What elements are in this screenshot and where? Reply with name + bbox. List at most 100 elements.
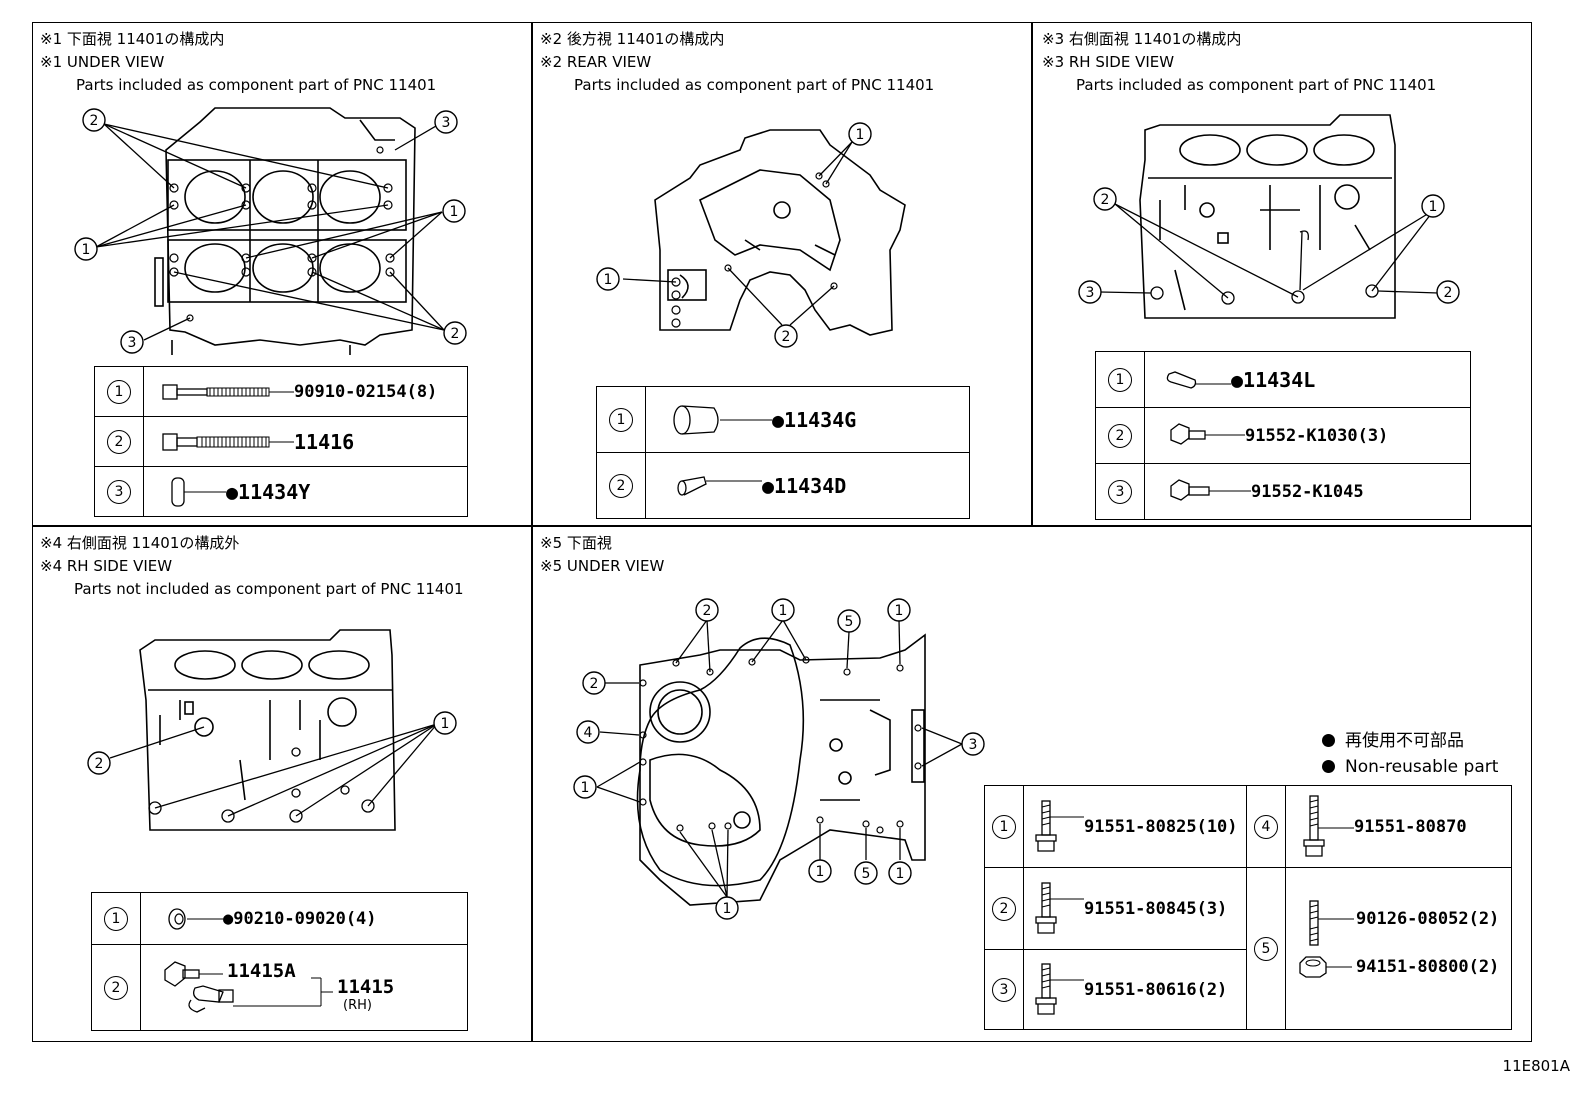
callout-2: 2	[82, 108, 106, 132]
callout-1: 1	[596, 267, 620, 291]
svg-text:1: 1	[895, 603, 904, 619]
long-bolt-icon	[162, 383, 294, 400]
callout-1: 1	[433, 711, 457, 735]
callout-3: 3	[1078, 280, 1102, 304]
callout-2: 2	[695, 598, 719, 622]
panel-1-title: ※1 下面視 11401の構成内 ※1 UNDER VIEW Parts inc…	[40, 28, 436, 97]
long-bolt-icon	[162, 432, 294, 451]
svg-text:3: 3	[128, 335, 137, 351]
panel-2-title: ※2 後方視 11401の構成内 ※2 REAR VIEW Parts incl…	[540, 28, 934, 97]
panel-3-title: ※3 右側面視 11401の構成内 ※3 RH SIDE VIEW Parts …	[1042, 28, 1436, 97]
row-number: 1	[104, 906, 128, 931]
row-number: 1	[107, 379, 131, 404]
stud-bolt-icon	[1309, 899, 1354, 946]
svg-text:3: 3	[969, 737, 978, 753]
part-number: 91551-80616(2)	[1084, 979, 1228, 1000]
engine-block-under-view: 2 1 3 1 2 3	[74, 107, 467, 355]
callout-2: 2	[1093, 187, 1117, 211]
panel-subtitle: Parts not included as component part of …	[74, 580, 464, 598]
svg-text:1: 1	[82, 242, 91, 258]
svg-text:1: 1	[1429, 199, 1438, 215]
panel-title-jp: ※1 下面視 11401の構成内	[40, 30, 225, 48]
parts-table-2: 1 ●11434G 2 ●11434D	[596, 386, 970, 519]
svg-text:3: 3	[442, 115, 451, 131]
svg-text:1: 1	[450, 204, 459, 220]
part-number: ●11434D	[762, 473, 847, 498]
flange-nut-icon	[1299, 955, 1352, 978]
engine-block-rear-view: 1 1 2	[596, 122, 906, 348]
svg-text:2: 2	[703, 603, 712, 619]
row-number: 5	[1254, 936, 1278, 961]
part-number: 91552-K1030(3)	[1245, 425, 1389, 446]
panel-title-en: ※5 UNDER VIEW	[540, 557, 665, 575]
dowel-pin-icon	[1166, 370, 1231, 389]
panel-title-jp: ※5 下面視	[540, 534, 612, 552]
row-number: 2	[609, 473, 633, 498]
callout-1: 1	[573, 775, 597, 799]
svg-text:2: 2	[590, 676, 599, 692]
svg-text:2: 2	[782, 329, 791, 345]
svg-text:2: 2	[451, 326, 460, 342]
panel-subtitle: Parts included as component part of PNC …	[574, 76, 935, 94]
callout-1: 1	[887, 598, 911, 622]
flange-bolt-vertical-icon	[1035, 881, 1084, 934]
non-reusable-dot-icon	[1322, 734, 1335, 747]
svg-text:1: 1	[441, 716, 450, 732]
svg-text:1: 1	[896, 866, 905, 882]
legend-item-en: Non-reusable part	[1322, 754, 1498, 780]
part-number: ●11434L	[1231, 367, 1316, 392]
callout-2: 2	[443, 321, 467, 345]
svg-text:4: 4	[584, 725, 593, 741]
parts-table-5: 1 91551-80825(10) 4 91551-80870 2 91551-…	[984, 785, 1512, 1030]
callout-1: 1	[715, 896, 739, 920]
panel-title-en: ※1 UNDER VIEW	[40, 53, 165, 71]
flange-bolt-vertical-icon	[1035, 799, 1084, 852]
non-reusable-dot-icon	[1322, 760, 1335, 773]
part-number: 11416	[294, 429, 355, 454]
engine-block-under-view-5: 2 1 5 1 2 4 1 1 1 5 1 3	[573, 598, 985, 920]
callout-1: 1	[848, 122, 872, 146]
divider	[531, 22, 533, 1042]
part-number: 90910-02154(8)	[294, 381, 438, 402]
panel-title-jp: ※3 右側面視 11401の構成内	[1042, 30, 1242, 48]
svg-text:1: 1	[581, 780, 590, 796]
dowel-sleeve-icon	[673, 404, 772, 435]
part-number: 91551-80825(10)	[1084, 816, 1238, 837]
dowel-pin-icon	[171, 476, 226, 507]
panel-subtitle: Parts included as component part of PNC …	[1076, 76, 1437, 94]
part-number: ●11434Y	[226, 479, 311, 504]
panel-subtitle: Parts included as component part of PNC …	[76, 76, 437, 94]
row-number: 2	[104, 975, 128, 1000]
dowel-pin-icon	[677, 475, 762, 496]
svg-text:2: 2	[95, 756, 104, 772]
callout-4: 4	[576, 720, 600, 744]
row-number: 1	[992, 814, 1016, 839]
callout-5: 5	[854, 861, 878, 885]
svg-text:1: 1	[604, 272, 613, 288]
panel-title-en: ※4 RH SIDE VIEW	[40, 557, 173, 575]
row-number: 3	[1108, 479, 1132, 504]
callout-3: 3	[120, 330, 144, 354]
row-number: 2	[992, 896, 1016, 921]
callout-3: 3	[434, 110, 458, 134]
parts-table-4: 1 ●90210-09020(4) 2 11415A 11415 (RH)	[91, 892, 468, 1031]
callout-1: 1	[442, 199, 466, 223]
flange-bolt-vertical-icon	[1035, 962, 1084, 1015]
part-number: 11415	[337, 975, 395, 998]
panel-title-jp: ※4 右側面視 11401の構成外	[40, 534, 240, 552]
flange-bolt-vertical-icon	[1303, 794, 1354, 857]
callout-5: 5	[837, 609, 861, 633]
row-number: 2	[1108, 423, 1132, 448]
oil-jet-icon	[164, 960, 333, 1013]
part-number: 11415A	[227, 959, 296, 982]
part-number: 91552-K1045	[1251, 481, 1364, 502]
flange-bolt-icon	[1170, 478, 1251, 501]
row-number: 1	[609, 407, 633, 432]
callout-1: 1	[1421, 194, 1445, 218]
parts-table-3: 1 ●11434L 2 91552-K1030(3) 3 91552-K1045	[1095, 351, 1471, 520]
part-note: (RH)	[343, 997, 372, 1013]
callout-2: 2	[87, 751, 111, 775]
panel-title-jp: ※2 後方視 11401の構成内	[540, 30, 725, 48]
svg-text:2: 2	[1444, 285, 1453, 301]
callout-1: 1	[771, 598, 795, 622]
